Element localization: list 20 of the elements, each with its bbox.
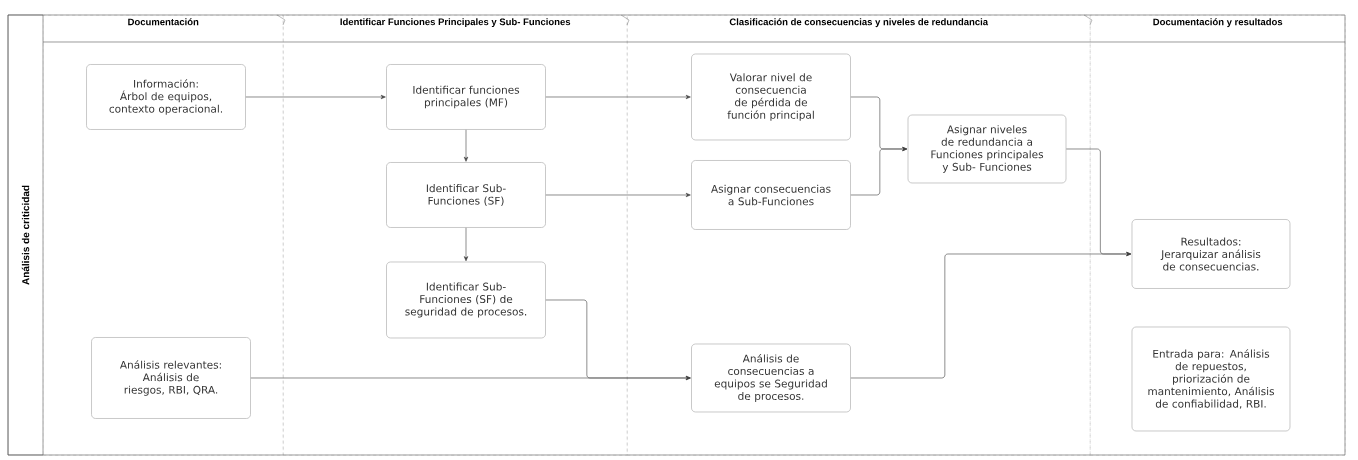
- process-box: Asignar niveles de redundancia a Funciones principales y Sub- Funciones: [907, 114, 1067, 184]
- arrow: [463, 227, 469, 262]
- process-box: Identificar funciones principales (MF): [386, 64, 546, 130]
- arrow: [463, 129, 469, 162]
- process-box: Identificar Sub-Funciones (SF) de seguridad de procesos.: [386, 261, 546, 339]
- process-box: Información: Árbol de equipos, contexto operacional.: [86, 64, 246, 130]
- process-box: Valorar nivel de consecuencia de pérdida de función principal: [691, 53, 851, 141]
- arrow: [545, 192, 691, 198]
- process-box: Asignar consecuencias a Sub-Funciones: [691, 160, 851, 230]
- arrow: [545, 94, 691, 100]
- process-box: Análisis de consecuencias a equipos se Seguridad de procesos.: [691, 343, 851, 413]
- process-box: Identificar Sub-Funciones (SF): [386, 162, 546, 228]
- process-box: Entrada para: Análisis de repuestos, priorización de mantenimiento, Análisis de confiabilidad, RBI.: [1131, 326, 1291, 432]
- arrow: [850, 146, 908, 196]
- process-box: Análisis relevantes: Análisis de riesgos, RBI, QRA.: [91, 337, 251, 419]
- arrow: [250, 375, 691, 381]
- process-box: Resultados: Jerarquizar análisis de consecuencias.: [1131, 219, 1291, 289]
- lane-label: Análisis de criticidad: [7, 14, 44, 456]
- arrow: [245, 94, 386, 100]
- arrow: [850, 251, 1132, 379]
